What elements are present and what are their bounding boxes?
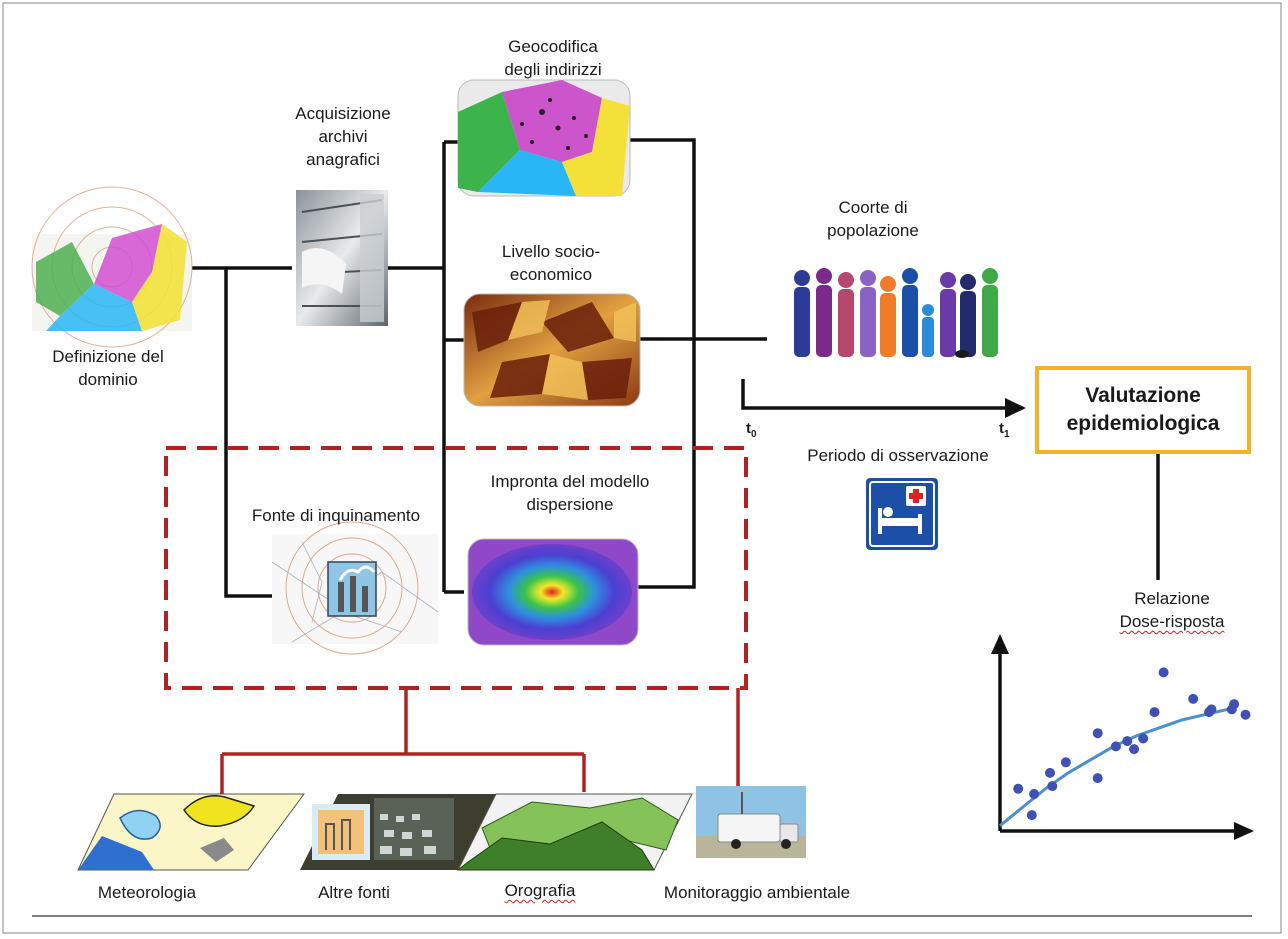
geocoding-map-image (457, 79, 631, 197)
data-point-17 (1206, 704, 1217, 715)
data-point-10 (1122, 736, 1133, 747)
data-points (1013, 667, 1251, 821)
dose-response-label: Relazione Dose-risposta (1119, 589, 1225, 631)
y-axis-arrowhead (991, 634, 1009, 654)
observation-period-label: Periodo di osservazione (807, 446, 989, 465)
monitoring-vehicle-image (696, 786, 806, 858)
trend-curve (999, 707, 1228, 827)
data-point-12 (1138, 733, 1149, 744)
data-point-15 (1188, 693, 1199, 704)
population-cohort-image (794, 268, 998, 358)
data-point-8 (1092, 728, 1103, 739)
dose-response-second-line: Dose-risposta (1119, 612, 1225, 631)
data-point-4 (1045, 767, 1055, 778)
x-axis-arrowhead (1234, 822, 1254, 840)
dispersion-model-image (467, 538, 639, 646)
t0-label: t0 (746, 420, 757, 440)
pollution-source-label: Fonte di inquinamento (251, 506, 421, 525)
timeline-arrowhead (1005, 398, 1026, 418)
archives-label: Acquisizione archivi anagrafici (295, 104, 391, 169)
data-point-6 (1060, 757, 1071, 768)
epidemiological-evaluation-label: Valutazione epidemiologica (1066, 384, 1220, 435)
data-point-2 (1026, 810, 1037, 821)
hospital-bed-icon (866, 478, 938, 550)
red-connector-lines (220, 688, 740, 794)
orography-map-image (456, 793, 693, 871)
data-point-11 (1129, 744, 1140, 755)
orography-label: Orografia (504, 881, 576, 900)
pollution-source-image (271, 521, 439, 655)
socioeconomic-map-image (463, 293, 641, 407)
epidemiological-evaluation-box: Valutazione epidemiologica (1035, 366, 1251, 454)
meteorology-map-image (77, 793, 305, 871)
other-sources-image (300, 794, 496, 870)
connector-lines (190, 138, 1160, 598)
dose-response-axes (998, 646, 1240, 833)
cohort-label: Coorte di popolazione (827, 198, 919, 240)
monitoring-label: Monitoraggio ambientale (663, 883, 851, 902)
other-sources-label: Altre fonti (318, 883, 390, 902)
meteorology-label: Meteorologia (97, 883, 197, 902)
socioeconomic-label: Livello socio- economico (501, 242, 601, 284)
data-point-14 (1158, 667, 1169, 678)
domain-map-image (31, 186, 193, 348)
data-point-9 (1110, 741, 1121, 752)
data-point-1 (1013, 783, 1024, 794)
t1-label: t1 (999, 420, 1010, 440)
data-point-7 (1092, 773, 1103, 784)
data-point-3 (1029, 789, 1040, 799)
dispersion-label: Impronta del modello dispersione (490, 472, 650, 514)
domain-definition-label: Definizione del dominio (52, 347, 164, 389)
data-point-20 (1240, 709, 1251, 720)
archive-image (296, 190, 388, 326)
data-point-5 (1047, 781, 1058, 792)
data-point-19 (1229, 699, 1240, 710)
geocoding-label: Geocodifica degli indirizzi (504, 37, 602, 79)
dispersion-dashed-box (164, 446, 748, 690)
data-point-13 (1149, 707, 1160, 718)
